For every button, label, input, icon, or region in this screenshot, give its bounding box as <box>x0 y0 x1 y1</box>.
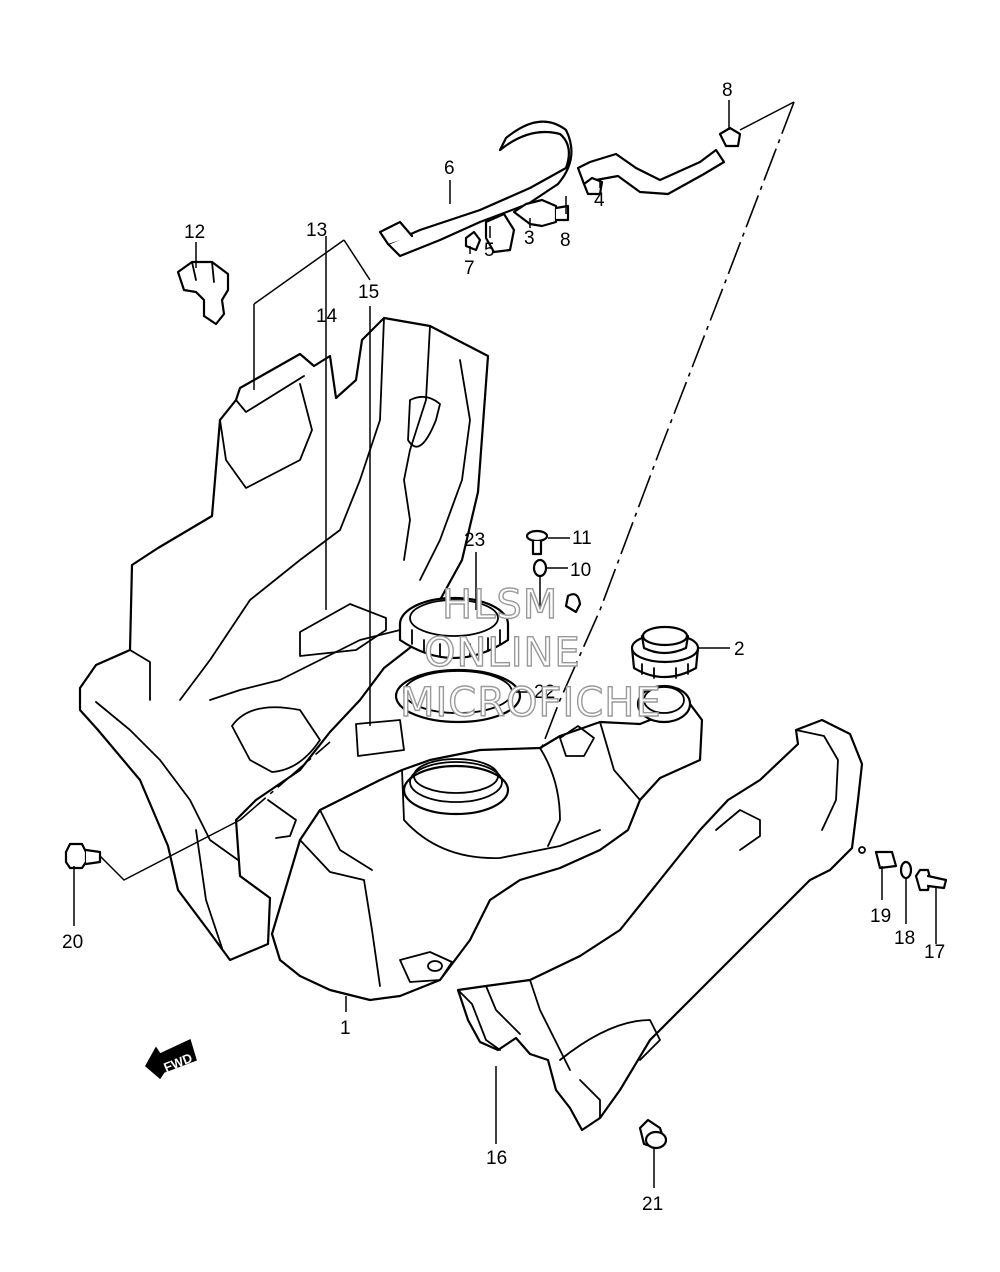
callout-13: 13 <box>306 220 327 241</box>
callout-4: 4 <box>594 190 605 211</box>
fuel-cap-2 <box>630 625 700 679</box>
callout-8-lower: 8 <box>560 230 571 251</box>
callout-19: 19 <box>870 906 891 927</box>
callout-22: 22 <box>534 682 555 703</box>
callout-14: 14 <box>316 306 338 327</box>
clamp-12 <box>176 260 230 326</box>
callout-11: 11 <box>572 528 592 549</box>
callout-2: 2 <box>734 639 745 660</box>
bolt-17 <box>914 868 948 892</box>
watermark: HLSM ONLINE MICROFICHE <box>399 581 662 726</box>
watermark-line-1: HLSM <box>442 582 558 628</box>
grommet-10 <box>532 558 548 578</box>
clamp-8-upper <box>718 126 742 148</box>
callout-15: 15 <box>358 282 379 303</box>
bolt-20 <box>64 842 102 870</box>
callout-18: 18 <box>894 928 915 949</box>
fuel-pump-gasket-22 <box>394 668 522 724</box>
cap-seal-part <box>564 593 582 614</box>
callout-5: 5 <box>484 240 495 261</box>
fuel-tank-body <box>270 684 704 1002</box>
fwd-direction-arrow: FWD <box>145 1038 197 1080</box>
callout-10: 10 <box>570 560 591 581</box>
clamp-5 <box>484 212 516 254</box>
callout-labels: 8 6 4 8 3 5 7 12 13 15 14 23 11 10 2 22 … <box>62 80 945 1215</box>
check-valve-3 <box>512 198 570 228</box>
collar-19 <box>874 850 898 870</box>
bolt-11 <box>525 529 549 556</box>
fuel-pump-lock-ring-23 <box>398 596 510 660</box>
clamp-8-lower <box>582 176 604 196</box>
callout-20: 20 <box>62 932 83 953</box>
callout-1: 1 <box>340 1018 351 1039</box>
vent-hose-4 <box>576 148 726 196</box>
callout-17: 17 <box>924 942 945 963</box>
tank-tray-part <box>78 316 490 962</box>
clip-21 <box>638 1118 668 1150</box>
callout-8-upper: 8 <box>722 80 733 101</box>
callout-16: 16 <box>486 1148 507 1169</box>
callout-7: 7 <box>464 258 475 279</box>
watermark-line-2: ONLINE <box>424 630 581 676</box>
callout-3: 3 <box>524 228 535 249</box>
washer-18 <box>899 860 913 880</box>
callout-21: 21 <box>642 1194 663 1215</box>
callout-12: 12 <box>184 222 205 243</box>
callout-23: 23 <box>464 530 485 551</box>
watermark-line-3: MICROFICHE <box>400 680 662 726</box>
side-cover-16 <box>456 718 866 1132</box>
breather-hose-6 <box>378 120 573 258</box>
clamp-7 <box>464 230 482 252</box>
callout-6: 6 <box>444 158 455 179</box>
leader-lines <box>73 100 937 1188</box>
